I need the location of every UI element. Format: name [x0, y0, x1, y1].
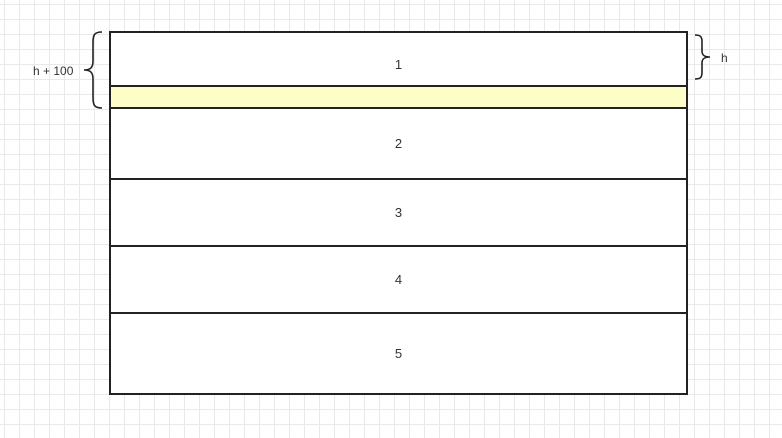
block-4-label: 4: [394, 272, 403, 287]
block-3-label: 3: [394, 205, 403, 220]
left-brace-label: h + 100: [33, 64, 74, 78]
right-brace-icon: [694, 34, 711, 80]
block-2: 2: [109, 107, 688, 180]
block-1: 1: [109, 31, 688, 87]
block-2-label: 2: [394, 136, 403, 151]
block-5-label: 5: [394, 346, 403, 361]
block-3: 3: [109, 178, 688, 247]
block-1-label: 1: [394, 57, 403, 72]
block-5: 5: [109, 312, 688, 395]
right-brace-label: h: [721, 51, 728, 65]
left-brace-icon: [83, 31, 103, 109]
block-4: 4: [109, 245, 688, 314]
highlighted-strip: [109, 85, 688, 109]
